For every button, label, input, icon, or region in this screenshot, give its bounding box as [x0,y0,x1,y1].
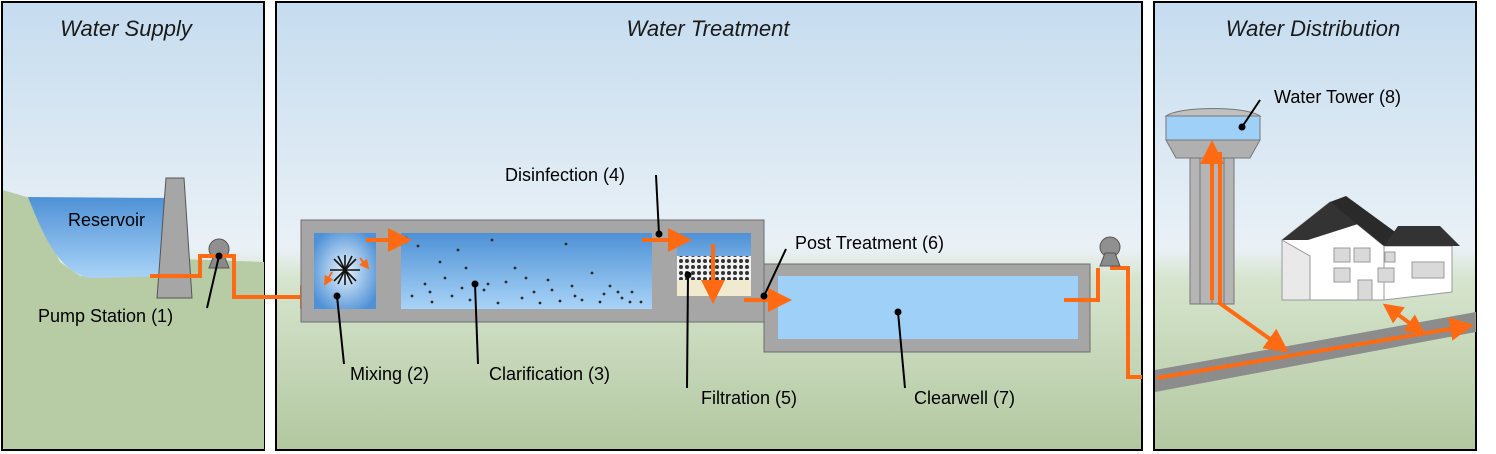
flow-from-clearwell [1064,268,1100,302]
house-icon [1281,196,1460,301]
supply-title: Water Supply [60,16,194,41]
flow-tower-to-main [1216,300,1289,353]
flow-to-distribution [1110,266,1142,379]
flow-main-to-house [1382,303,1426,335]
distribution-title: Water Distribution [1226,16,1400,41]
treatment-leaders [336,174,906,389]
distribution-pump-icon [1099,236,1121,267]
tower-leader [1241,99,1261,128]
mixer-icon [330,255,360,285]
tower-label: Water Tower (8) [1274,87,1401,107]
mixing-label: Mixing (2) [350,364,429,384]
disinfection-label: Disinfection (4) [505,165,625,185]
tower-point [1238,123,1246,131]
treatment-points [333,230,902,316]
mixing-swirl-left [323,271,334,286]
reservoir-water [28,197,172,278]
clarifier-particles [404,236,643,305]
flow-to-main [1156,317,1474,380]
reservoir-label: Reservoir [68,210,145,230]
clearwell-water [778,276,1078,339]
pump-point [215,252,223,260]
filtration-label: Filtration (5) [701,388,797,408]
mixing-swirl-right [359,257,370,270]
pump-label: Pump Station (1) [38,306,173,326]
pump-leader [206,255,220,309]
clarifier-tank [401,233,652,309]
clarification-label: Clarification (3) [489,364,610,384]
clearwell-label: Clearwell (7) [914,388,1015,408]
intake-tower [156,177,193,299]
treatment-title: Water Treatment [626,16,790,41]
post-treatment-label: Post Treatment (6) [795,233,944,253]
hillside [3,190,264,449]
